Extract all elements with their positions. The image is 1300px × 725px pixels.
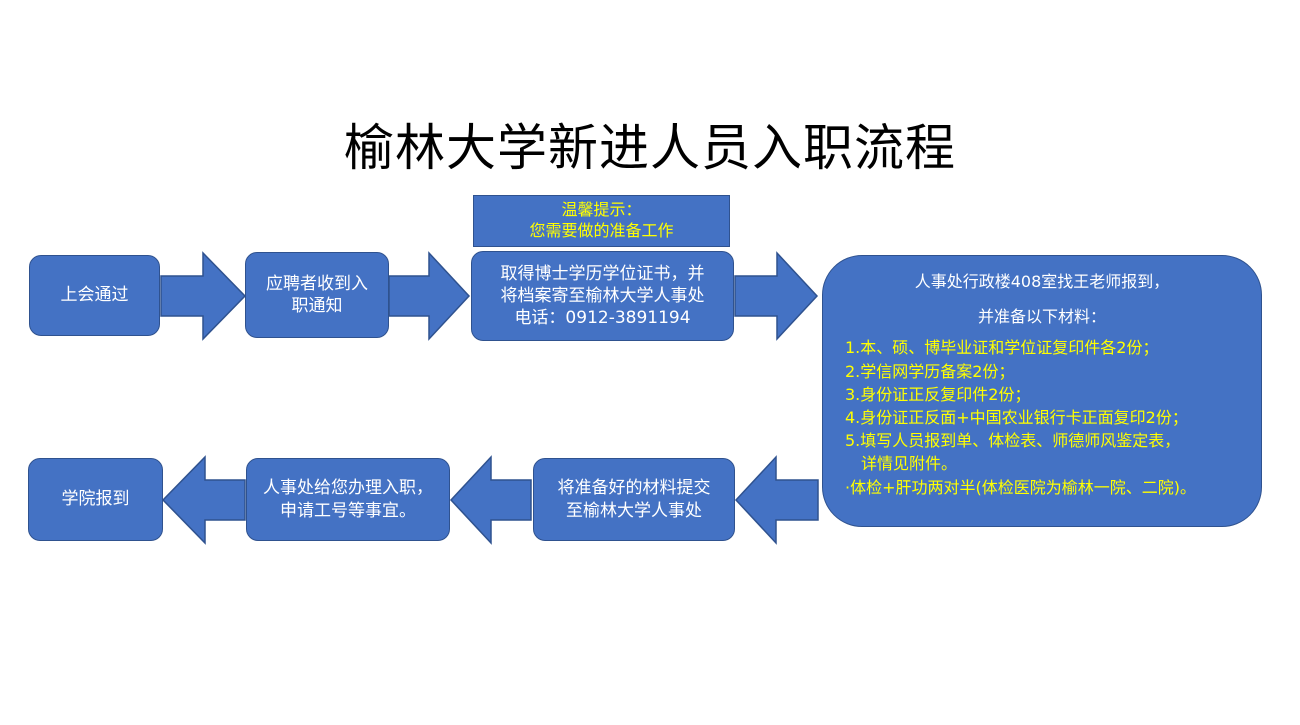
step-certificate-line-3: 电话：0912-3891194 (514, 308, 691, 329)
step-onboarding-line-1: 人事处给您办理入职， (263, 478, 433, 499)
arrow-left-icon (734, 455, 819, 545)
step-onboarding: 人事处给您办理入职， 申请工号等事宜。 (246, 458, 450, 541)
materials-head-2: 并准备以下材料： (977, 307, 1106, 327)
materials-item: 2.学信网学历备案2份； (845, 361, 1015, 381)
step-approved: 上会通过 (29, 255, 160, 336)
page-title: 榆林大学新进人员入职流程 (344, 119, 956, 177)
step-notice-line-2: 职通知 (291, 296, 343, 316)
materials-head-1: 人事处行政楼408室找王老师报到， (914, 272, 1170, 291)
step-onboarding-line-2: 申请工号等事宜。 (280, 500, 416, 521)
step-submit-line-2: 至榆林大学人事处 (566, 500, 702, 521)
step-certificate-line-2: 将档案寄至榆林大学人事处 (500, 285, 705, 306)
step-notice: 应聘者收到入 职通知 (245, 252, 389, 338)
materials-item: 5.填写人员报到单、体检表、师德师风鉴定表， (845, 431, 1181, 451)
step-notice-line-1: 应聘者收到入 (266, 273, 368, 294)
arrow-left-icon (449, 455, 532, 545)
step-certificate: 取得博士学历学位证书，并 将档案寄至榆林大学人事处 电话：0912-389119… (471, 251, 734, 341)
tip-box: 温馨提示： 您需要做的准备工作 (473, 195, 730, 247)
arrow-right-icon (734, 251, 819, 341)
step-college-label: 学院报到 (61, 489, 130, 510)
materials-item: 3.身份证正反复印件2份； (845, 384, 1031, 404)
tip-line-1: 温馨提示： (561, 200, 642, 220)
step-college: 学院报到 (28, 458, 163, 541)
materials-item: ·体检+肝功两对半(体检医院为榆林一院、二院)。 (845, 477, 1196, 497)
step-approved-label: 上会通过 (60, 285, 129, 306)
tip-line-2: 您需要做的准备工作 (529, 221, 674, 240)
materials-item: 详情见附件。 (861, 454, 958, 474)
step-materials: 人事处行政楼408室找王老师报到， 并准备以下材料： 1.本、硕、博毕业证和学位… (822, 255, 1262, 527)
step-submit-line-1: 将准备好的材料提交 (557, 478, 711, 499)
arrow-right-icon (388, 251, 471, 341)
step-certificate-line-1: 取得博士学历学位证书，并 (500, 263, 705, 284)
materials-item: 1.本、硕、博毕业证和学位证复印件各2份； (845, 338, 1159, 358)
arrow-right-icon (160, 251, 247, 341)
arrow-left-icon (161, 455, 246, 545)
materials-item: 4.身份证正反面+中国农业银行卡正面复印2份； (845, 407, 1188, 427)
step-submit: 将准备好的材料提交 至榆林大学人事处 (533, 458, 735, 541)
